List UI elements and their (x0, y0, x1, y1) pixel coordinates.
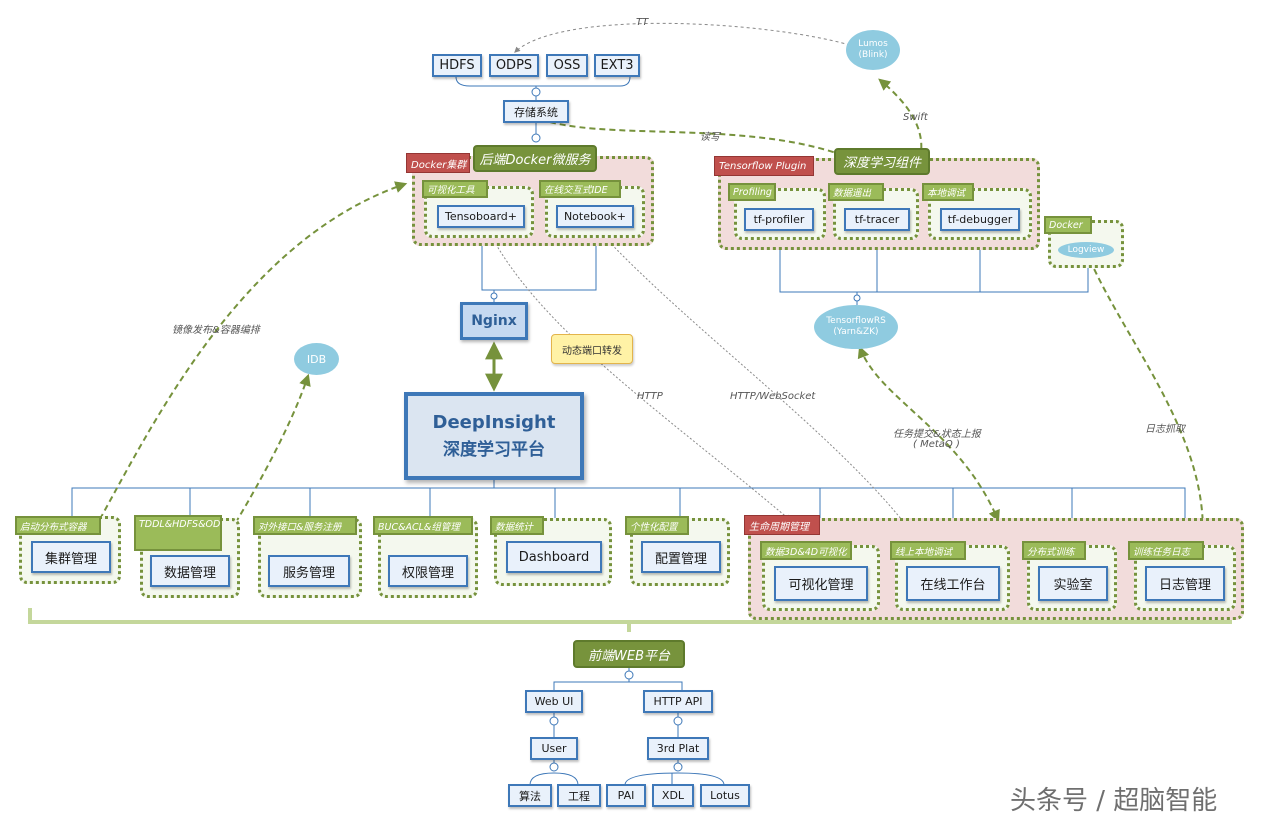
frontend-tree (529, 668, 725, 786)
nginx-box: Nginx (460, 302, 528, 340)
lumos-sub-label: (Blink) (858, 50, 888, 60)
tf-profiler-box: tf-profiler (744, 208, 814, 231)
storage-to-docker-connector (531, 122, 541, 143)
leaf-xdl: XDL (652, 784, 694, 807)
tf-debugger-box: tf-debugger (940, 208, 1020, 231)
idb-node: IDB (294, 343, 339, 375)
lifecycle-tag-lab: 分布式训练 (1022, 541, 1086, 560)
data-export-tag: 数据遥出 (828, 183, 884, 201)
storage-hdfs: HDFS (432, 54, 482, 77)
storage-system: 存储系统 (503, 100, 569, 123)
notebook-box: Notebook+ (556, 205, 634, 228)
tensorflowrs-label: TensorflowRS (826, 316, 886, 326)
profiling-tag: Profiling (728, 183, 776, 201)
dl-components-title: 深度学习组件 (834, 148, 930, 175)
user-box: User (530, 737, 578, 760)
module-tag-config: 个性化配置 (625, 516, 689, 535)
task-submit-arrow (857, 345, 1000, 523)
task-submit-sub-label: ( MetaQ ) (913, 439, 960, 450)
module-tag-permission: BUC&ACL&组管理 (373, 516, 473, 535)
tensorboard-box: Tensoboard+ (437, 205, 525, 228)
http-websocket-label: HTTP/WebSocket (730, 391, 816, 402)
docker-cluster-tag: Docker集群 (406, 153, 470, 173)
module-tag-data: TDDL&HDFS&ODPS (134, 515, 222, 551)
module-tag-cluster: 启动分布式容器 (15, 516, 101, 535)
mirror-label: 镜像发布&容器编排 (172, 325, 260, 336)
watermark: 头条号 / 超脑智能 (1010, 786, 1218, 816)
rw-label: 读写 (700, 132, 720, 143)
storage-odps: ODPS (489, 54, 539, 77)
module-tag-service: 对外接口&服务注册 (253, 516, 357, 535)
http-api-box: HTTP API (643, 690, 713, 713)
lifecycle-tag: 生命周期管理 (744, 515, 820, 535)
module-dashboard: Dashboard (506, 541, 602, 573)
module-service-management: 服务管理 (268, 555, 350, 587)
http-label: HTTP (637, 391, 663, 402)
rw-arrow (549, 121, 856, 161)
docker-to-nginx-connector (481, 230, 597, 302)
third-plat-box: 3rd Plat (647, 737, 709, 760)
mirror-arrow (94, 181, 408, 529)
idb-arrow (224, 373, 311, 541)
tensorflowrs-sub-label: (Yarn&ZK) (833, 327, 879, 337)
module-tag-dashboard: 数据统计 (490, 516, 544, 535)
frontend-web-title: 前端WEB平台 (573, 640, 685, 668)
tt-label: TT (636, 17, 649, 28)
leaf-algorithm: 算法 (508, 784, 552, 807)
lumos-label: Lumos (858, 39, 888, 49)
storage-bracket (455, 76, 631, 100)
lifecycle-log-management: 日志管理 (1145, 566, 1225, 601)
lifecycle-tag-log: 训练任务日志 (1128, 541, 1204, 560)
lifecycle-tag-viz: 数据3D&4D可视化 (760, 541, 852, 560)
leaf-lotus: Lotus (700, 784, 750, 807)
lifecycle-lab: 实验室 (1038, 566, 1108, 601)
module-permission-management: 权限管理 (388, 555, 468, 587)
module-config-management: 配置管理 (641, 541, 721, 573)
tf-plugin-tag: Tensorflow Plugin (714, 156, 814, 176)
tt-arrow (514, 22, 851, 53)
docker-microservice-title: 后端Docker微服务 (473, 145, 597, 172)
deepinsight-platform: DeepInsight 深度学习平台 (404, 392, 584, 480)
storage-oss: OSS (546, 54, 588, 77)
logview-node: Logview (1058, 242, 1114, 258)
docker-tag: Docker (1044, 216, 1092, 234)
task-submit-label: 任务提交&状态上报 (893, 429, 981, 440)
dynamic-port-note: 动态端口转发 (551, 334, 633, 364)
lifecycle-tag-workbench: 线上本地调试 (890, 541, 966, 560)
log-grab-label: 日志抓取 (1145, 424, 1185, 435)
tensorflowrs-node: TensorflowRS (Yarn&ZK) (814, 305, 898, 349)
lifecycle-online-workbench: 在线工作台 (906, 566, 1000, 601)
platform-subtitle: 深度学习平台 (443, 440, 545, 460)
leaf-pai: PAI (606, 784, 646, 807)
local-debug-tag: 本地调试 (922, 183, 974, 201)
online-ide-tag: 在线交互式IDE (539, 180, 621, 198)
storage-ext3: EXT3 (594, 54, 640, 77)
platform-name: DeepInsight (432, 412, 556, 433)
web-ui-box: Web UI (525, 690, 583, 713)
lumos-node: Lumos (Blink) (846, 30, 900, 70)
module-cluster-management: 集群管理 (31, 541, 111, 573)
swift-label: Swift (903, 112, 928, 123)
lifecycle-viz-management: 可视化管理 (774, 566, 868, 601)
module-data-management: 数据管理 (150, 555, 230, 587)
log-grab-arrow (1089, 259, 1208, 565)
http-arrow (487, 229, 791, 521)
leaf-engineering: 工程 (557, 784, 601, 807)
tf-tracer-box: tf-tracer (844, 208, 910, 231)
viz-tool-tag: 可视化工具 (422, 180, 488, 198)
